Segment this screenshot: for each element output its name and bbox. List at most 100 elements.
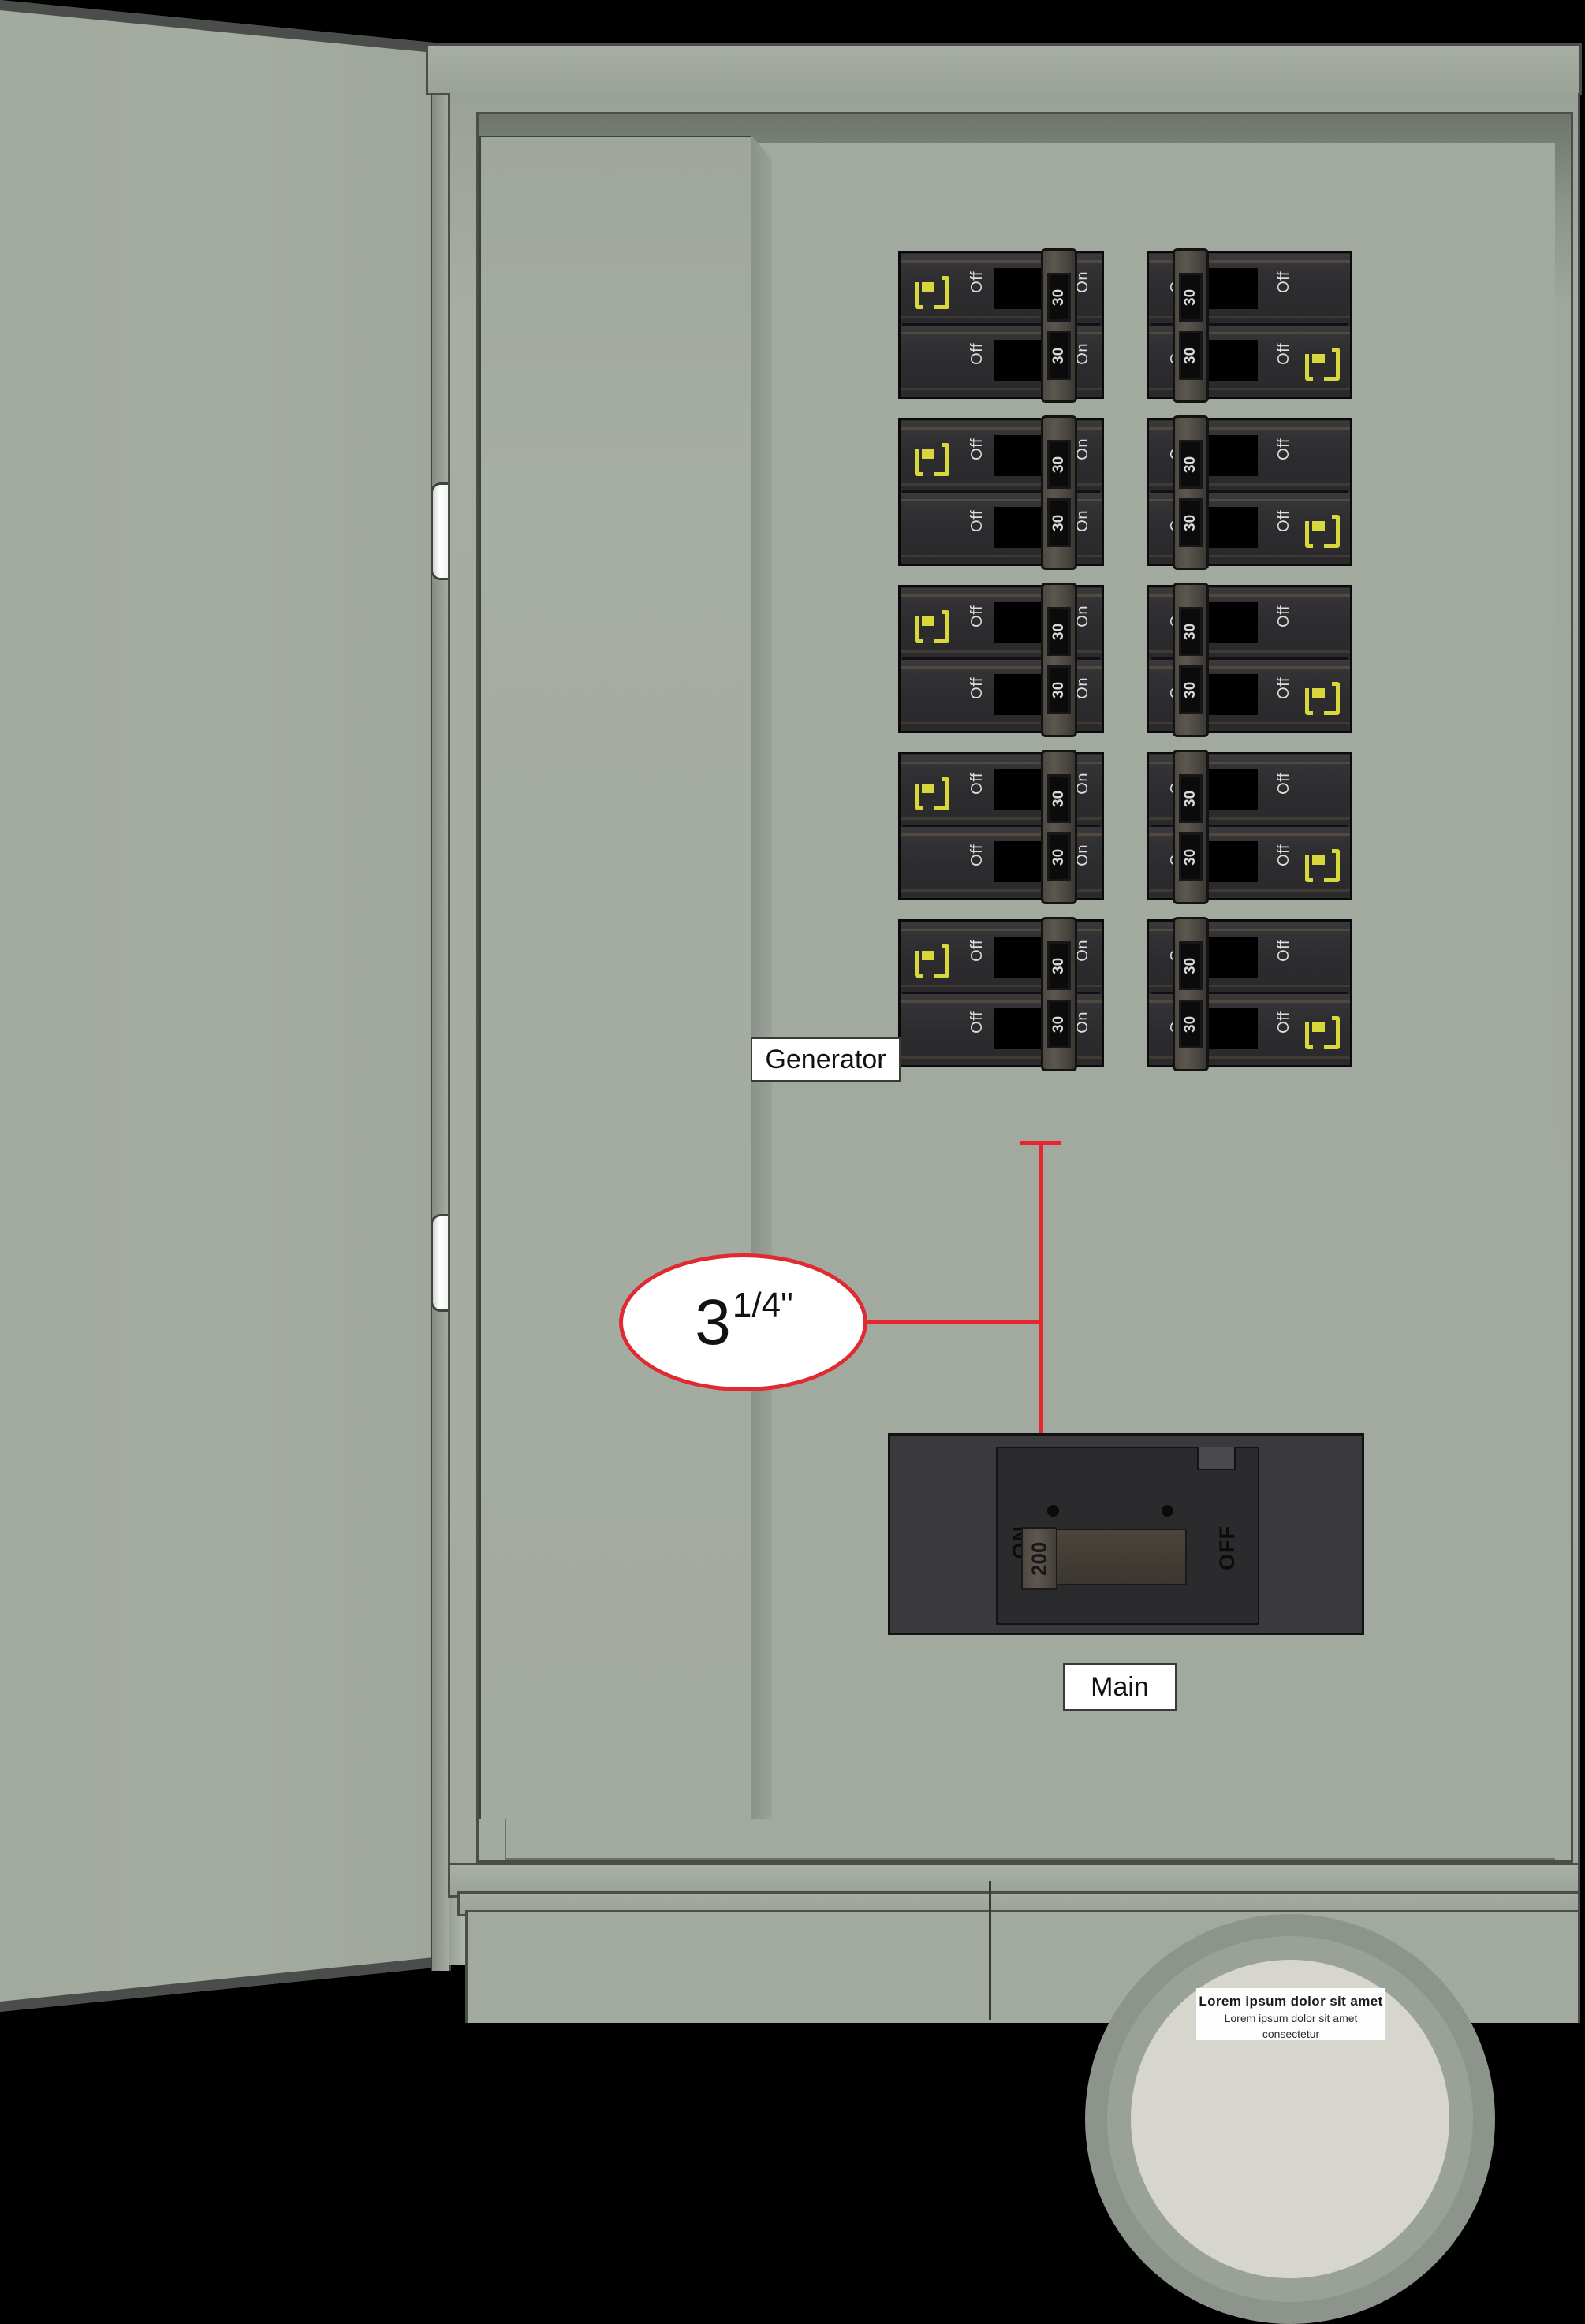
breaker-amp-window-top: 30 [1047, 273, 1071, 322]
breaker-window [994, 602, 1046, 643]
breaker-off-label: Off [968, 343, 986, 365]
breaker-lock-badge-icon [1305, 348, 1340, 381]
breaker-off-label: Off [1275, 343, 1292, 365]
breaker-amp-rating: 30 [1050, 1015, 1067, 1033]
breaker-window [994, 937, 1046, 978]
breaker-amp-window-top: 30 [1047, 607, 1071, 656]
breaker-off-label: Off [968, 1011, 986, 1034]
breaker-lock-badge-icon [915, 777, 949, 810]
deadfront-cover[interactable] [479, 136, 771, 1819]
breaker-amp-rating: 30 [1050, 681, 1067, 698]
breaker-off-label: Off [1275, 844, 1292, 866]
breaker-window [994, 268, 1046, 309]
breaker-amp-rating: 30 [1050, 623, 1067, 640]
breaker-amp-window-bottom: 30 [1047, 832, 1071, 881]
breaker-amp-rating: 30 [1182, 790, 1199, 807]
breaker-amp-window-bottom: 30 [1047, 498, 1071, 547]
breaker-toggle-handle[interactable]: 30 30 [1173, 917, 1209, 1071]
breaker-toggle-handle[interactable]: 30 30 [1173, 750, 1209, 904]
breaker-amp-window-bottom: 30 [1047, 331, 1071, 380]
breaker-lock-badge-icon [915, 944, 949, 978]
breaker-amp-rating: 30 [1182, 623, 1199, 640]
breaker-off-label: Off [1275, 940, 1292, 962]
breaker-window [994, 507, 1046, 548]
breaker-off-label: Off [1275, 773, 1292, 795]
breaker-off-label: Off [1275, 1011, 1292, 1034]
breaker-lock-badge-icon [1305, 682, 1340, 715]
cabinet-top-cap [426, 43, 1582, 95]
breaker-amp-window-bottom: 30 [1179, 832, 1203, 881]
breaker-lock-badge-icon [915, 610, 949, 643]
callout-fraction: 1/4" [732, 1285, 793, 1324]
breaker-window [994, 674, 1046, 715]
breaker-amp-window-top: 30 [1047, 440, 1071, 489]
breaker-window [1206, 435, 1258, 476]
breaker-lock-badge-icon [1305, 1016, 1340, 1049]
breaker-window [994, 340, 1046, 381]
leader-line-horizontal [860, 1320, 1043, 1324]
breaker-off-label: Off [1275, 605, 1292, 628]
main-off-label: OFF [1215, 1525, 1239, 1570]
breaker-off-label: Off [968, 844, 986, 866]
breaker-off-label: Off [968, 438, 986, 460]
main-breaker-screw-left [1047, 1505, 1059, 1517]
breaker-amp-rating: 30 [1050, 848, 1067, 866]
breaker-amp-window-bottom: 30 [1179, 498, 1203, 547]
breaker-window [994, 769, 1046, 810]
main-breaker-toggle[interactable]: 200 [1021, 1527, 1187, 1590]
breaker-off-label: Off [968, 510, 986, 532]
breaker-amp-rating: 30 [1050, 456, 1067, 473]
breaker-amp-rating: 30 [1182, 1015, 1199, 1033]
breaker-toggle-handle[interactable]: 30 30 [1041, 583, 1077, 737]
breaker-off-label: Off [1275, 510, 1292, 532]
breaker-amp-window-bottom: 30 [1179, 331, 1203, 380]
breaker-toggle-handle[interactable]: 30 30 [1041, 248, 1077, 403]
main-breaker-knob[interactable]: 200 [1021, 1527, 1057, 1590]
breaker-amp-window-top: 30 [1179, 273, 1203, 322]
breaker-window [1206, 841, 1258, 882]
footer-label-line1: Lorem ipsum dolor sit amet [1199, 1994, 1383, 2009]
breaker-toggle-handle[interactable]: 30 30 [1173, 583, 1209, 737]
breaker-amp-rating: 30 [1050, 289, 1067, 306]
breaker-toggle-handle[interactable]: 30 30 [1041, 415, 1077, 570]
breaker-window [1206, 937, 1258, 978]
breaker-lock-badge-icon [915, 276, 949, 309]
deadfront-cover-edge [751, 136, 772, 1819]
main-label: Main [1063, 1663, 1177, 1711]
breaker-amp-window-top: 30 [1179, 941, 1203, 990]
breaker-window [1206, 1008, 1258, 1049]
main-amp-rating: 200 [1027, 1541, 1051, 1576]
breaker-amp-window-top: 30 [1179, 607, 1203, 656]
cabinet-door[interactable] [0, 0, 442, 2018]
breaker-amp-rating: 30 [1182, 681, 1199, 698]
main-breaker[interactable]: ON OFF 200 [888, 1433, 1364, 1635]
breaker-window [1206, 769, 1258, 810]
breaker-window [1206, 602, 1258, 643]
breaker-amp-window-top: 30 [1179, 774, 1203, 823]
breaker-off-label: Off [968, 940, 986, 962]
breaker-column-right[interactable]: OffOnOffOn3030OffOnOffOn3030OffOnOffOn30… [1147, 248, 1352, 1086]
breaker-off-label: Off [968, 773, 986, 795]
breaker-lock-badge-icon [1305, 849, 1340, 882]
breaker-amp-rating: 30 [1182, 514, 1199, 531]
breaker-off-label: Off [1275, 271, 1292, 293]
breaker-amp-rating: 30 [1182, 848, 1199, 866]
